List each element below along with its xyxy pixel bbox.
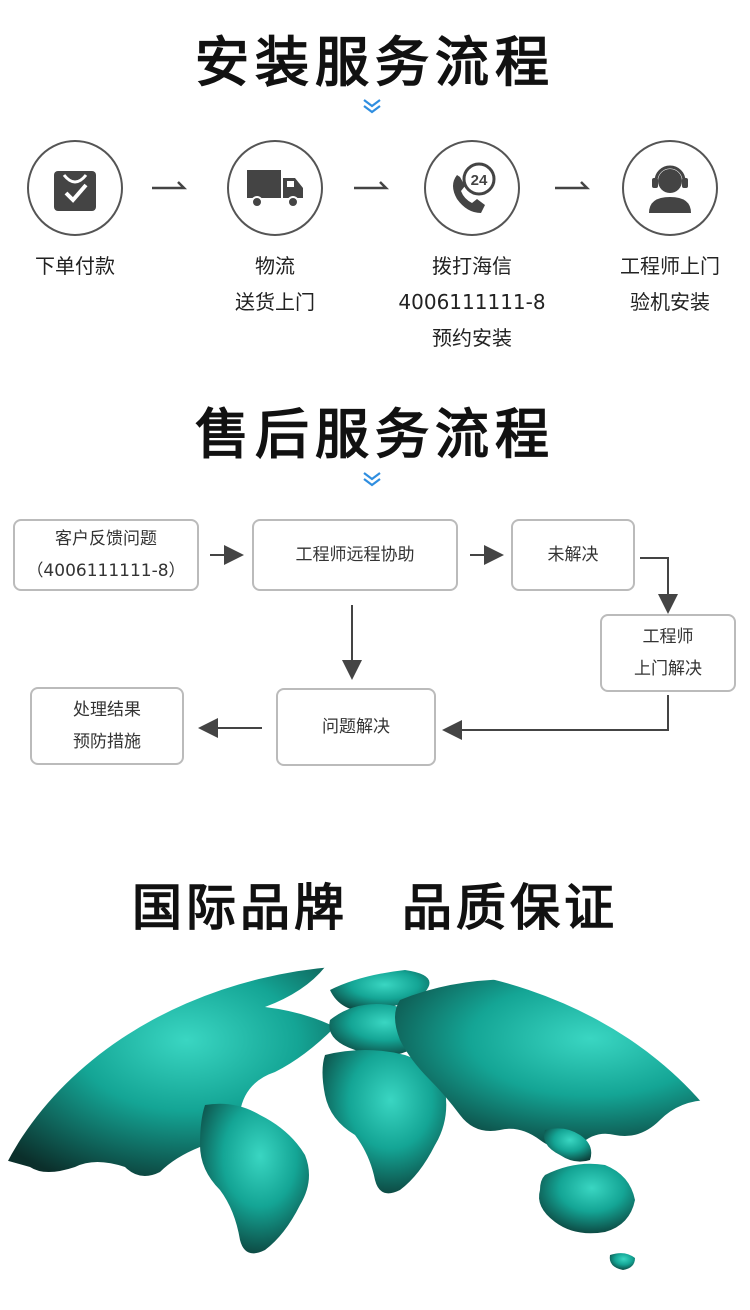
step-call-service: 24 拨打海信 4006111111-8 预约安装: [397, 140, 547, 356]
svg-text:24: 24: [471, 172, 488, 189]
flow-box-text: 处理结果: [73, 700, 141, 720]
headset-agent-icon: [622, 140, 718, 236]
globe-world-map: [5, 967, 750, 1270]
flow-box-text: 工程师远程协助: [295, 545, 415, 565]
flow-box-text: 上门解决: [634, 659, 702, 679]
step-order-payment: 下单付款: [0, 140, 150, 284]
flow-box-text: 客户反馈问题: [55, 529, 157, 549]
step-label-line: 送货上门: [235, 290, 315, 314]
arrow-right-icon: [354, 181, 390, 190]
step-label-line: 物流: [255, 254, 295, 278]
step-label-line: 4006111111-8: [398, 290, 546, 314]
install-title: 安装服务流程: [195, 31, 555, 94]
step-label-line: 拨打海信: [432, 254, 512, 278]
flow-connectors: [198, 545, 678, 740]
chevron-down-icon: [363, 99, 381, 114]
flow-box-remote: 工程师远程协助: [252, 519, 458, 591]
flow-box-text: 预防措施: [73, 732, 141, 752]
step-label-line: 下单付款: [35, 254, 115, 278]
flow-box-text: （4006111111-8）: [26, 561, 186, 581]
step-label-line: 验机安装: [630, 290, 710, 314]
arrow-right-icon: [555, 181, 591, 190]
flow-box-result: 处理结果 预防措施: [30, 687, 184, 765]
flow-box-solved: 问题解决: [276, 688, 436, 766]
flow-box-onsite: 工程师 上门解决: [600, 614, 736, 692]
step-logistics: 物流 送货上门: [200, 140, 350, 320]
step-label-line: 工程师上门: [620, 254, 720, 278]
delivery-truck-icon: [227, 140, 323, 236]
flow-box-feedback: 客户反馈问题 （4006111111-8）: [13, 519, 199, 591]
chevron-down-icon: [363, 472, 381, 487]
flow-box-text: 未解决: [547, 545, 599, 565]
flow-box-text: 问题解决: [322, 717, 390, 737]
shopping-bag-check-icon: [27, 140, 123, 236]
flow-box-unsolved: 未解决: [511, 519, 635, 591]
arrow-right-icon: [152, 181, 188, 190]
flow-box-text: 工程师: [642, 627, 694, 647]
step-engineer-visit: 工程师上门 验机安装: [595, 140, 745, 320]
brand-title: 国际品牌 品质保证: [132, 879, 618, 937]
step-label-line: 预约安装: [432, 326, 512, 350]
phone-24-icon: 24: [424, 140, 520, 236]
aftersales-title: 售后服务流程: [195, 403, 555, 466]
